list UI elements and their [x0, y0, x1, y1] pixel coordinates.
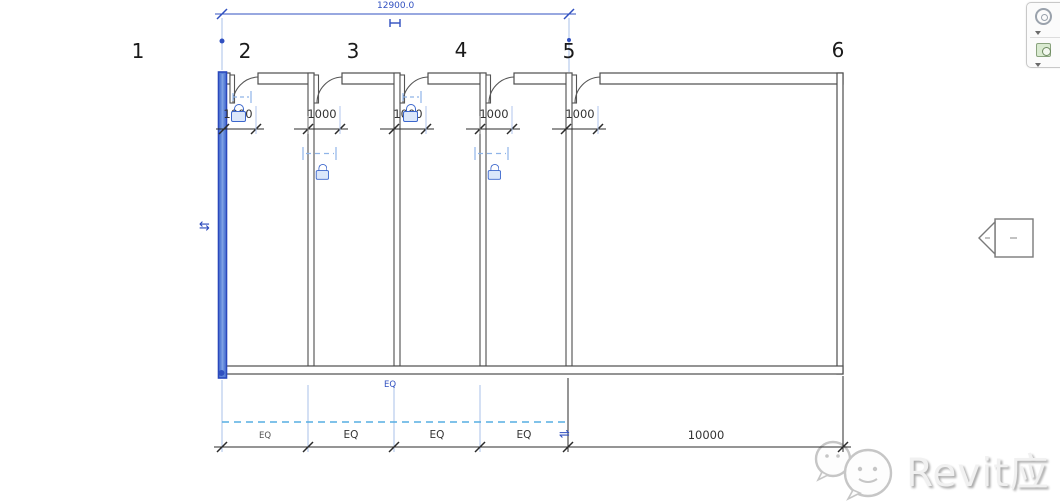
zoom-region-button[interactable] — [1031, 40, 1057, 66]
top-wall[interactable] — [221, 72, 844, 85]
grid-head-1[interactable]: 1 — [131, 39, 145, 63]
door-5-dimension-value[interactable]: 1000 — [565, 107, 595, 121]
flip-wall-icon[interactable]: ⇆ — [199, 219, 210, 234]
overall-dimension-value[interactable]: 12900.0 — [377, 1, 415, 11]
eq-segment-label-1[interactable]: EQ — [258, 431, 272, 441]
temp-mark-door-3 — [402, 91, 422, 103]
watermark: Revit应用技巧 — [806, 434, 1060, 502]
door-dim-4 — [466, 106, 520, 135]
temp-mark-below-door-2 — [302, 147, 337, 160]
door-dim-1 — [216, 106, 264, 135]
steering-wheel-icon — [1035, 8, 1052, 25]
lock-icon[interactable] — [315, 163, 329, 180]
door-dim-2 — [294, 106, 348, 135]
watermark-text: Revit应用技巧 — [906, 451, 1050, 496]
interior-walls[interactable] — [307, 72, 573, 367]
lock-icon[interactable] — [487, 163, 501, 180]
door-4 — [485, 74, 515, 104]
grid-head-3[interactable]: 3 — [346, 39, 360, 63]
witness-grip-left — [219, 38, 225, 44]
door-dim-3 — [380, 106, 434, 135]
eq-hint-label[interactable]: EQ — [384, 380, 397, 390]
eq-toggle-icon[interactable]: ⇌ — [559, 427, 570, 442]
temp-mark-below-door-4 — [474, 147, 509, 160]
lock-icon[interactable] — [403, 104, 418, 122]
door-2 — [313, 74, 343, 104]
door-5 — [571, 74, 601, 104]
temp-mark-door-1 — [232, 91, 252, 103]
grid-head-2[interactable]: 2 — [238, 39, 252, 63]
witness-grip-right — [567, 38, 571, 42]
elevation-marker[interactable] — [978, 218, 1034, 258]
wechat-icon — [814, 440, 893, 501]
door-2-dimension-value[interactable]: 1000 — [307, 107, 337, 121]
chevron-down-icon[interactable] — [1035, 31, 1041, 35]
chevron-down-icon[interactable] — [1035, 63, 1041, 67]
toolbar-divider — [1030, 37, 1060, 38]
door-dim-5 — [552, 106, 606, 135]
lock-icon[interactable] — [231, 104, 246, 122]
door-4-dimension-value[interactable]: 1000 — [479, 107, 509, 121]
bottom-dimension[interactable] — [214, 376, 851, 453]
right-span-dimension-value[interactable]: 10000 — [687, 428, 725, 442]
zoom-icon — [1036, 43, 1051, 57]
eq-segment-label-2[interactable]: EQ — [343, 429, 359, 441]
grid-head-4[interactable]: 4 — [454, 38, 468, 62]
steering-wheel-button[interactable] — [1031, 6, 1057, 32]
grid-head-6[interactable]: 6 — [831, 38, 845, 62]
dimension-text-grip[interactable] — [389, 19, 401, 27]
overall-dimension[interactable] — [215, 8, 576, 72]
door-dimension-lines[interactable] — [216, 106, 606, 135]
eq-segment-label-4[interactable]: EQ — [516, 429, 532, 441]
eq-segment-label-3[interactable]: EQ — [429, 429, 445, 441]
bottom-wall[interactable] — [221, 365, 844, 375]
navigation-bar — [1026, 2, 1060, 68]
right-wall[interactable] — [836, 72, 844, 375]
doors[interactable] — [229, 74, 601, 104]
door-1 — [229, 74, 259, 104]
door-3 — [399, 74, 429, 104]
grid-head-5[interactable]: 5 — [562, 39, 576, 63]
wall-end-grip — [218, 370, 225, 376]
temp-constraint-marks — [232, 91, 509, 160]
selected-wall[interactable] — [217, 71, 228, 379]
